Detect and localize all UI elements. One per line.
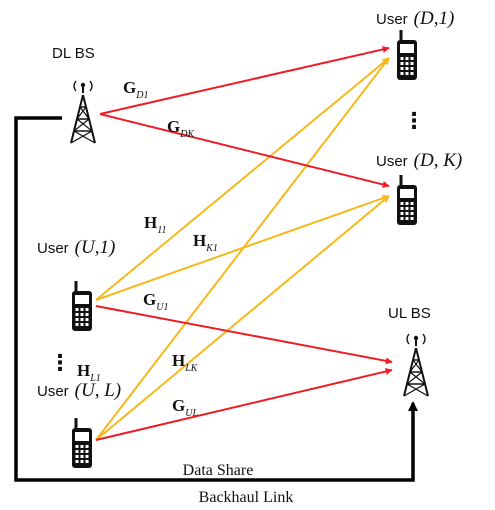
channel-label-gul: GUL [172, 396, 198, 419]
user-ul-label: User (U, L) [37, 380, 121, 401]
downlink-users-ellipsis: ⋮ [403, 108, 425, 133]
user-dk-label: User (D, K) [376, 150, 462, 171]
user-dk-phone-icon [395, 173, 419, 227]
uplink-users-ellipsis: ⋮ [49, 350, 71, 375]
channel-label-h11: H11 [144, 213, 167, 236]
user-u1-phone-icon [70, 279, 94, 333]
channel-label-hlk: HLK [172, 351, 199, 374]
user-d1-label: User (D,1) [376, 8, 454, 29]
backhaul-link-label: Backhaul Link [199, 489, 294, 506]
user-ul-phone-icon [70, 416, 94, 470]
channel-label-gu1: GU1 [143, 290, 168, 313]
channel-label-hl1: HL1 [77, 361, 101, 384]
link-hl1 [95, 57, 390, 441]
link-hlk [95, 195, 390, 441]
user-u1-label: User (U,1) [37, 237, 115, 258]
ul-bs-tower-icon [403, 333, 429, 397]
link-h11 [95, 57, 390, 301]
user-d1-phone-icon [395, 28, 419, 82]
backhaul-link-line [14, 116, 418, 482]
direct-links [95, 45, 393, 441]
data-share-label: Data Share [183, 462, 254, 479]
link-gdk [99, 113, 390, 188]
ul-bs-label: UL BS [388, 305, 431, 322]
link-gu1 [95, 305, 393, 365]
dl-bs-label: DL BS [52, 45, 95, 62]
dl-bs-tower-icon [70, 80, 96, 144]
link-gul [95, 368, 393, 441]
channel-label-hk1: HK1 [193, 231, 218, 254]
interference-links [95, 57, 390, 441]
channel-label-gd1: GD1 [123, 78, 148, 101]
channel-label-gdk: GDK [167, 117, 195, 140]
link-gd1 [99, 45, 390, 115]
